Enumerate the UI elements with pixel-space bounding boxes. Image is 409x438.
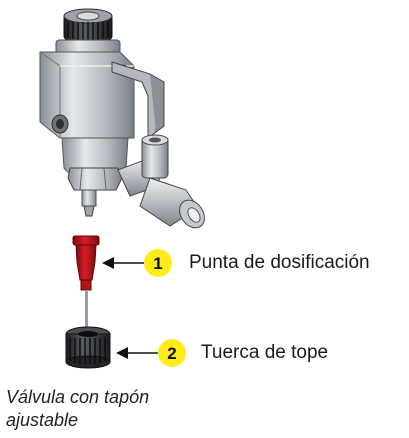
callout-2-arrowhead: [116, 347, 128, 359]
stop-nut: [65, 326, 111, 369]
caption-line-2: ajustable: [6, 410, 79, 430]
callout-2: 2: [116, 339, 186, 367]
callout-1-arrowhead: [102, 257, 114, 269]
figure-caption: Válvula con tapón ajustable: [6, 386, 206, 432]
callout-1-label: Punta de dosificación: [189, 252, 370, 273]
callout-2-number: 2: [167, 344, 176, 363]
callout-2-badge: [158, 339, 186, 367]
callout-1-badge: [144, 249, 172, 277]
fluid-inlet-fitting: [117, 134, 205, 229]
callout-1: 1: [102, 249, 172, 277]
caption-line-1: Válvula con tapón: [6, 387, 150, 407]
dispensing-tip: [72, 235, 100, 332]
callout-2-label: Tuerca de tope: [201, 342, 329, 363]
callout-1-number: 1: [153, 254, 162, 273]
